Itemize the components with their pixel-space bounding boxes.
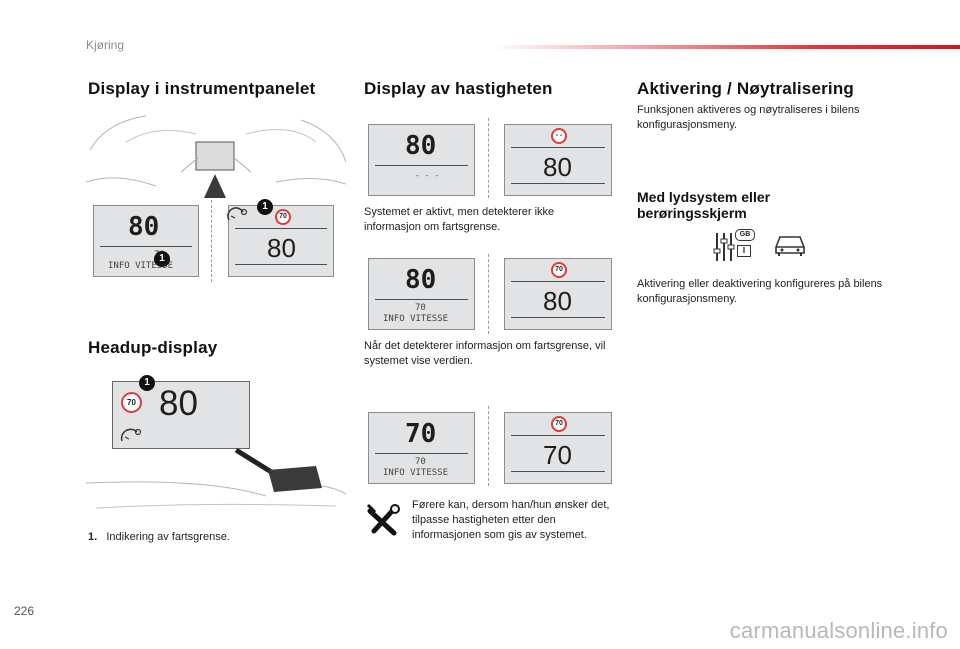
section-label: Kjøring bbox=[86, 38, 125, 52]
settings-gb-icon: GB I bbox=[713, 227, 757, 261]
lcd-dashes: - - - bbox=[415, 171, 440, 180]
lcd-display-sign: 70 70 bbox=[504, 412, 612, 484]
footnote-text: Indikering av fartsgrense. bbox=[106, 531, 230, 543]
caption-2: Når det detekterer informasjon om fartsg… bbox=[364, 340, 606, 367]
divider bbox=[488, 118, 489, 198]
wrench-screwdriver-icon bbox=[366, 503, 400, 536]
lcd-speed: 70 bbox=[543, 440, 572, 470]
hud-title: Headup-display bbox=[88, 338, 218, 357]
lcd-separator bbox=[511, 471, 605, 472]
lcd-separator bbox=[375, 165, 468, 166]
speedometer-limit-icon bbox=[120, 428, 142, 442]
lcd-speed: 80 bbox=[128, 212, 160, 242]
hud-speed: 80 bbox=[159, 384, 198, 423]
gb-badge: GB bbox=[735, 229, 755, 241]
lcd-info: INFO VITESSE bbox=[383, 468, 449, 478]
lcd-limit: 70 bbox=[415, 457, 426, 467]
lcd-display-main: 80 70 INFO VITESSE 1 bbox=[93, 205, 199, 277]
speed-limit-sign: 70 bbox=[275, 209, 291, 225]
lcd-speed: 80 bbox=[405, 265, 437, 295]
divider bbox=[211, 200, 212, 282]
divider bbox=[488, 254, 489, 334]
car-icon bbox=[775, 236, 805, 256]
lcd-limit: 70 bbox=[415, 303, 426, 313]
lcd-speed: 80 bbox=[405, 131, 437, 161]
lcd-separator bbox=[511, 147, 605, 148]
footnote-number: 1. bbox=[88, 531, 98, 543]
lcd-separator bbox=[511, 183, 605, 184]
speed-limit-sign: 70 bbox=[551, 262, 567, 278]
watermark: carmanualsonline.info bbox=[729, 618, 948, 643]
callout-badge: 1 bbox=[257, 199, 273, 215]
driver-note: Førere kan, dersom han/hun ønsker det, t… bbox=[412, 499, 610, 541]
lcd-display: 70 70 INFO VITESSE bbox=[368, 412, 475, 484]
col3-text: Aktivering eller deaktivering konfigurer… bbox=[637, 278, 883, 305]
lcd-separator bbox=[375, 299, 468, 300]
dashboard-illustration bbox=[86, 115, 346, 198]
callout-badge: 1 bbox=[139, 375, 155, 391]
lcd-separator bbox=[235, 228, 327, 229]
windscreen-illustration bbox=[86, 448, 346, 509]
lcd-separator bbox=[375, 453, 468, 454]
lcd-display-sign: - - 80 bbox=[504, 124, 612, 196]
col3-intro: Funksjonen aktiveres og nøytraliseres i … bbox=[637, 104, 860, 131]
lcd-display-sign: 70 80 bbox=[228, 205, 334, 277]
lcd-separator bbox=[511, 317, 605, 318]
divider bbox=[488, 406, 489, 486]
speed-limit-sign: 70 bbox=[121, 392, 142, 413]
header-accent-bar bbox=[490, 45, 960, 49]
speed-limit-sign: 70 bbox=[551, 416, 567, 432]
sliders-icon bbox=[713, 233, 735, 261]
speed-limit-sign: - - bbox=[551, 128, 567, 144]
lcd-separator bbox=[511, 281, 605, 282]
col3-title: Aktivering / Nøytralisering bbox=[637, 79, 855, 98]
info-badge: I bbox=[737, 245, 751, 257]
col2-title: Display av hastigheten bbox=[364, 79, 553, 98]
caption-1: Systemet er aktivt, men detekterer ikke … bbox=[364, 206, 555, 233]
lcd-info: INFO VITESSE bbox=[383, 314, 449, 324]
lcd-separator bbox=[235, 264, 327, 265]
lcd-display: 80 - - - bbox=[368, 124, 475, 196]
lcd-speed: 80 bbox=[543, 286, 572, 316]
speedometer-limit-icon bbox=[227, 207, 248, 221]
lcd-display: 80 70 INFO VITESSE bbox=[368, 258, 475, 330]
callout-badge: 1 bbox=[154, 251, 170, 267]
footnote: 1. Indikering av fartsgrense. bbox=[88, 530, 230, 545]
col1-title: Display i instrumentpanelet bbox=[88, 79, 316, 98]
lcd-speed: 70 bbox=[405, 419, 437, 449]
lcd-speed: 80 bbox=[267, 233, 296, 263]
lcd-separator bbox=[511, 435, 605, 436]
col3-subtitle: Med lydsystem eller berøringsskjerm bbox=[637, 189, 771, 221]
page-number: 226 bbox=[14, 604, 35, 618]
lcd-info: INFO VITESSE bbox=[108, 261, 174, 271]
lcd-separator bbox=[100, 246, 192, 247]
lcd-speed: 80 bbox=[543, 152, 572, 182]
hud-display: 70 80 bbox=[112, 381, 250, 449]
lcd-display-sign: 70 80 bbox=[504, 258, 612, 330]
